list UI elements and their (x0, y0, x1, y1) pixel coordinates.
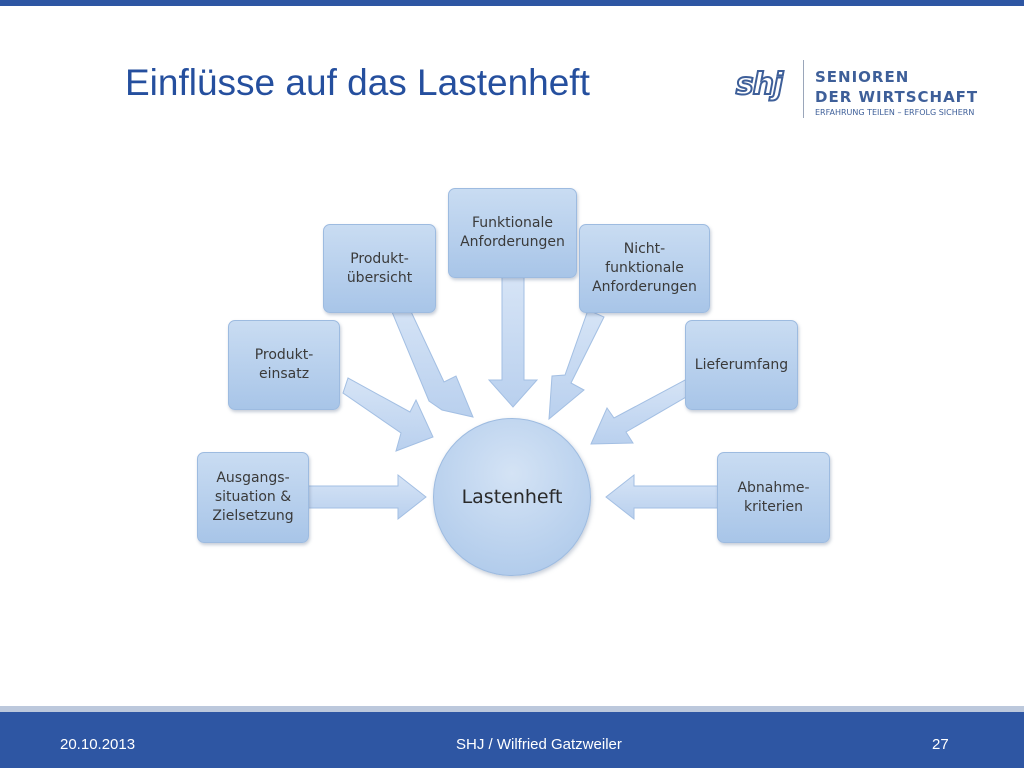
center-lastenheft: Lastenheft (433, 418, 591, 576)
logo-text-senioren: SENIOREN (815, 68, 910, 86)
arrow-ausgangssituation (307, 473, 427, 521)
label-ausgangssituation: Ausgangs- situation & Zielsetzung (212, 470, 294, 524)
box-ausgangssituation: Ausgangs- situation & Zielsetzung (197, 452, 309, 543)
logo-tagline: ERFAHRUNG TEILEN – ERFOLG SICHERN (815, 108, 975, 117)
footer-page-number: 27 (932, 736, 949, 753)
box-produktuebersicht: Produkt- übersicht (323, 224, 436, 313)
arrow-funktionale (487, 276, 539, 408)
footer-date: 20.10.2013 (60, 736, 136, 753)
logo-text-wirtschaft: DER WIRTSCHAFT (815, 88, 979, 106)
arrow-produkteinsatz (342, 377, 434, 452)
footer-stripe (0, 706, 1024, 712)
label-lieferumfang: Lieferumfang (694, 356, 789, 373)
label-funktionale: Funktionale Anforderungen (460, 215, 565, 250)
shj-logo: shj SENIOREN DER WIRTSCHAFT ERFAHRUNG TE… (733, 60, 983, 122)
shj-logo-mark: shj (735, 66, 785, 103)
top-accent-bar (0, 0, 1024, 6)
arrow-produktuebersicht (391, 302, 474, 418)
arrow-lieferumfang (590, 378, 694, 445)
label-produktuebersicht: Produkt- übersicht (346, 250, 413, 286)
label-nichtfunktionale: Nicht- funktionale Anforderungen (592, 241, 697, 295)
slide-title: Einflüsse auf das Lastenheft (125, 62, 590, 103)
arrow-nichtfunktionale (548, 309, 605, 421)
box-abnahmekriterien: Abnahme- kriterien (717, 452, 830, 543)
box-produkteinsatz: Produkt- einsatz (228, 320, 340, 410)
label-lastenheft: Lastenheft (461, 486, 563, 508)
box-nichtfunktionale: Nicht- funktionale Anforderungen (579, 224, 710, 313)
label-abnahmekriterien: Abnahme- kriterien (737, 479, 810, 515)
footer-bar (0, 712, 1024, 768)
logo-divider (803, 60, 804, 118)
footer-author: SHJ / Wilfried Gatzweiler (456, 736, 622, 753)
arrow-abnahmekriterien (605, 473, 719, 521)
label-produkteinsatz: Produkt- einsatz (254, 347, 314, 382)
box-funktionale: Funktionale Anforderungen (448, 188, 577, 278)
box-lieferumfang: Lieferumfang (685, 320, 798, 410)
